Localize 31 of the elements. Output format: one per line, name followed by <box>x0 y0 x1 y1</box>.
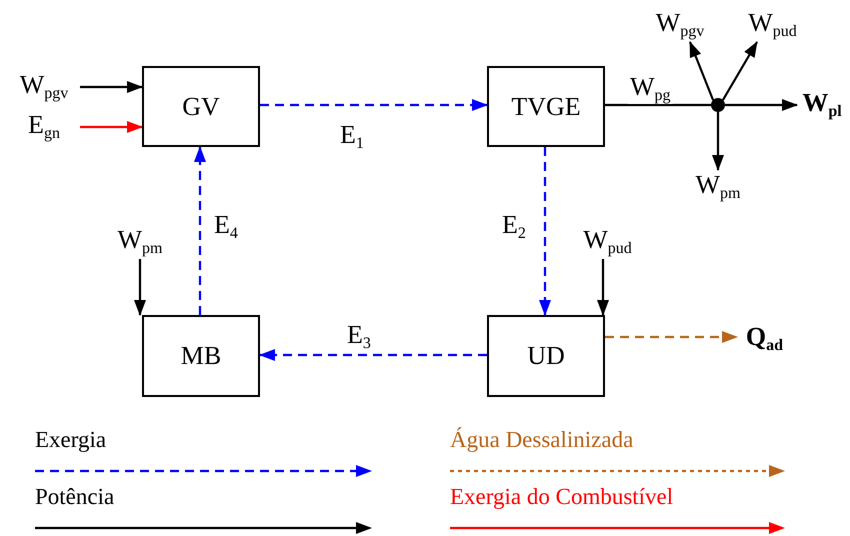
arrow <box>597 259 609 316</box>
flow-label: W$_{pl}$ <box>797 88 847 122</box>
flow-label: W$_{pgv}$ <box>645 8 715 42</box>
flow-label: Q$_{ad}$ <box>737 322 792 356</box>
arrow <box>80 121 143 133</box>
arrow <box>712 112 724 171</box>
arrow <box>259 349 487 361</box>
flow-label: W$_{pm}$ <box>686 170 750 204</box>
legend-label: Exergia do Combustível <box>450 484 674 510</box>
process-box: GV <box>142 66 260 147</box>
flow-label: W$_{pud}$ <box>735 8 810 42</box>
junction-dot <box>711 98 725 112</box>
arrow <box>722 41 758 101</box>
process-box: TVGE <box>487 66 605 147</box>
legend-label: Água Dessalinizada <box>450 427 634 453</box>
process-box: MB <box>142 315 260 397</box>
arrow <box>194 146 206 315</box>
legend-label: Potência <box>35 484 114 510</box>
arrow <box>725 99 798 111</box>
arrow <box>260 99 488 111</box>
process-box: UD <box>487 315 605 397</box>
arrow <box>688 41 714 100</box>
flow-label: E$_{gn}$ <box>8 110 80 144</box>
flow-label: W$_{pm}$ <box>108 225 172 259</box>
flow-label: W$_{pud}$ <box>570 225 645 259</box>
arrow <box>134 259 146 316</box>
arrow <box>80 81 143 93</box>
legend-label: Exergia <box>35 427 106 453</box>
arrow <box>605 331 738 343</box>
flow-label: W$_{pgv}$ <box>8 70 80 104</box>
arrow <box>539 147 551 316</box>
